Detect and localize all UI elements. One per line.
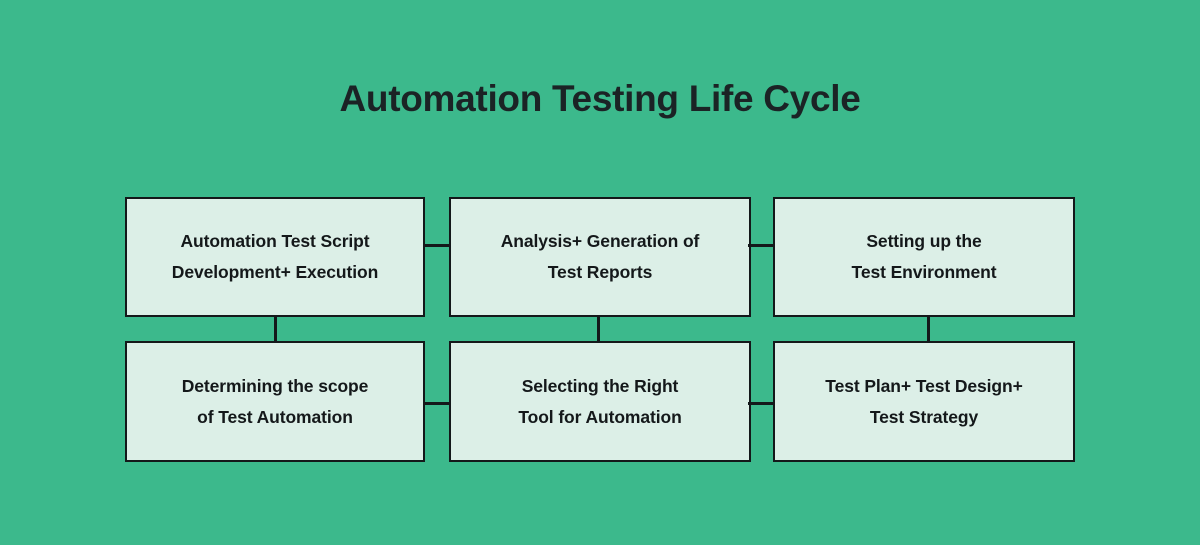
connector-row1-col1-col2 — [424, 244, 451, 247]
flow-node-text: Determining the scope of Test Automation — [182, 371, 369, 433]
connector-row1-col2-col3 — [748, 244, 775, 247]
connector-row2-col2-col3 — [748, 402, 775, 405]
flowchart-grid: Automation Test Script Development+ Exec… — [125, 197, 1075, 462]
flow-node-selecting-the-right-tool-for-automation[interactable]: Selecting the Right Tool for Automation — [449, 341, 751, 462]
page-title: Automation Testing Life Cycle — [339, 78, 861, 119]
flow-node-line-1: Automation Test Script — [180, 231, 370, 251]
connector-col1-row1-row2 — [274, 315, 277, 343]
flow-node-text: Setting up the Test Environment — [852, 226, 997, 288]
flow-node-line-1: Selecting the Right — [521, 375, 679, 396]
flow-node-automation-test-script[interactable]: Automation Test Script Development+ Exec… — [125, 197, 425, 317]
connector-col2-row1-row2 — [597, 315, 600, 343]
flow-node-line-1: Setting up the — [866, 231, 982, 251]
flow-node-line-2: Development+ Execution — [171, 262, 379, 282]
flow-node-line-2: of Test Automation — [197, 406, 353, 427]
flow-node-text: Automation Test Script Development+ Exec… — [171, 226, 379, 288]
flow-node-text: Analysis+ Generation of Test Reports — [501, 226, 700, 288]
flow-node-text: Selecting the Right Tool for Automation — [518, 371, 681, 433]
flow-node-line-1: Determining the scope — [181, 375, 369, 396]
flow-node-setting-up-the-test-environment[interactable]: Setting up the Test Environment — [773, 197, 1075, 317]
flow-node-line-2: Tool for Automation — [518, 406, 682, 427]
flow-node-text: Test Plan+ Test Design+ Test Strategy — [825, 371, 1023, 433]
flow-node-line-2: Test Strategy — [869, 406, 979, 427]
flow-node-test-plan-test-design-test-strategy[interactable]: Test Plan+ Test Design+ Test Strategy — [773, 341, 1075, 462]
flow-node-line-1: Analysis+ Generation of — [500, 231, 700, 251]
flow-node-analysis-generation-of-test-reports[interactable]: Analysis+ Generation of Test Reports — [449, 197, 751, 317]
flow-node-line-1: Test Plan+ Test Design+ — [825, 375, 1023, 396]
flow-node-line-2: Test Reports — [547, 262, 653, 282]
connector-row2-col1-col2 — [424, 402, 451, 405]
flow-node-determining-the-scope-of-test-automation[interactable]: Determining the scope of Test Automation — [125, 341, 425, 462]
flow-node-line-2: Test Environment — [851, 262, 997, 282]
connector-col3-row1-row2 — [927, 315, 930, 343]
